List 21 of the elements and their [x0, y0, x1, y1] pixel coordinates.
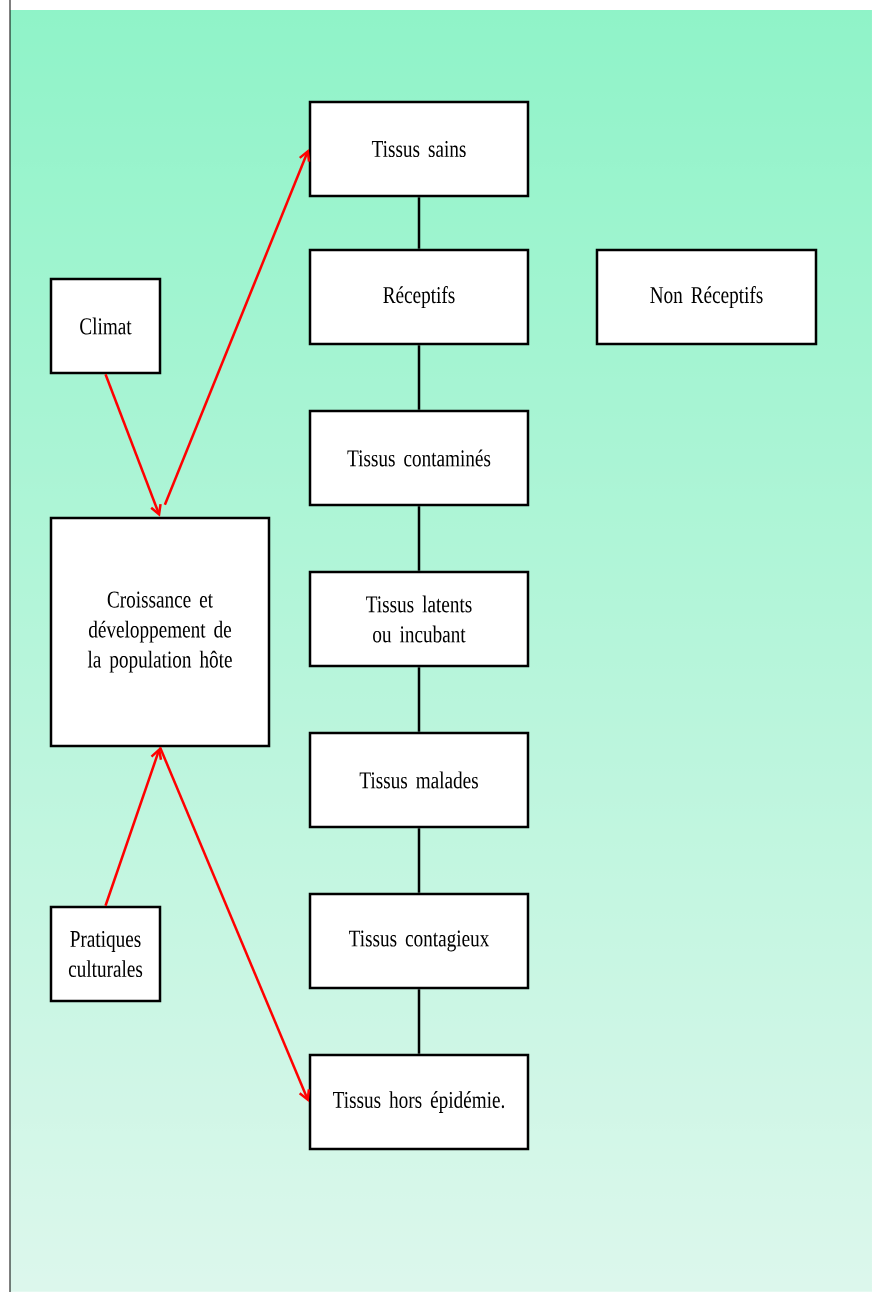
process-box: Tissus latents ou incubant — [308, 570, 530, 668]
process-box: Climat — [49, 277, 162, 375]
process-box: Croissance et développement de la population hôte — [49, 516, 271, 748]
connector-line — [417, 667, 421, 732]
arrow — [104, 373, 162, 517]
process-box: Non Réceptifs — [595, 248, 818, 346]
process-box: Pratiques culturales — [49, 905, 162, 1003]
arrow — [163, 149, 311, 506]
connector-line — [417, 197, 421, 249]
connector-line — [417, 506, 421, 571]
process-box: Réceptifs — [308, 248, 530, 346]
process-box: Tissus contaminés — [308, 409, 530, 507]
process-box: Tissus contagieux — [308, 892, 530, 990]
process-box: Tissus malades — [308, 731, 530, 829]
process-box: Tissus hors épidémie. — [308, 1053, 530, 1151]
process-box: Tissus sains — [308, 100, 530, 198]
arrow — [104, 747, 163, 907]
connector-line — [417, 345, 421, 410]
connector-line — [417, 989, 421, 1054]
connector-line — [417, 828, 421, 893]
arrow — [158, 746, 311, 1102]
